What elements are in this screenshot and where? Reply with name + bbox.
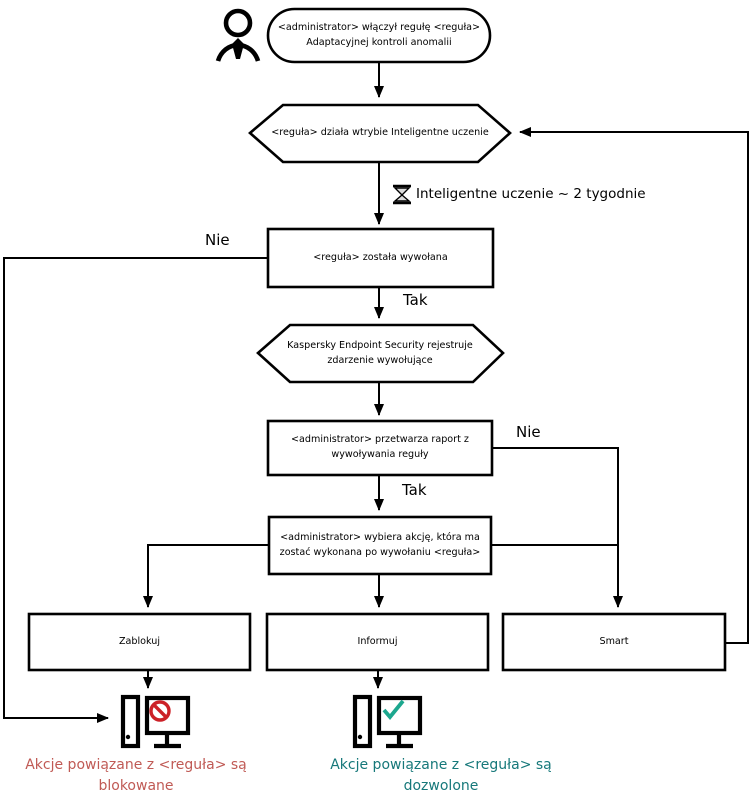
smart-mode-label: <reguła> działa wtrybie Inteligentne ucz…: [271, 127, 489, 139]
start-ellipse: [266, 7, 492, 64]
edge-label-no-left: Nie: [205, 231, 230, 249]
edge-label-yes-report: Tak: [402, 481, 427, 499]
smart-label: Smart: [599, 635, 629, 647]
edge-smart-feedback-loop: [519, 127, 749, 644]
smart-box: [501, 612, 727, 672]
edge-label-no-right: Nie: [516, 423, 541, 441]
kes-registers-label: Kaspersky Endpoint Security rejestruje z…: [287, 339, 473, 366]
training-duration-label: Inteligentne uczenie ~ 2 tygodnie: [416, 186, 646, 202]
inform-box: [265, 612, 490, 672]
prohibition-icon: [149, 700, 171, 722]
edge-label-yes-triggered: Tak: [403, 291, 428, 309]
edge-no-right-to-smart: [492, 447, 623, 608]
computer-allowed-icon: [352, 694, 423, 749]
block-label: Zablokuj: [118, 635, 161, 647]
inform-label: Informuj: [357, 635, 398, 647]
admin-action-label: <administrator> wybiera akcję, która ma …: [279, 531, 481, 558]
kes-registers-hexagon: [256, 323, 505, 384]
block-box: [27, 612, 252, 672]
rule-triggered-box: [266, 227, 495, 289]
edge-action-to-block: [143, 544, 269, 608]
person-icon: [215, 8, 261, 62]
blocked-caption: Akcje powiązane z <reguła> są blokowane: [25, 757, 247, 794]
start-node-label: <administrator> włączył regułę <reguła> …: [277, 21, 481, 48]
edges: [3, 62, 749, 723]
admin-report-label: <administrator> przetwarza raport z wywo…: [291, 434, 469, 460]
edge-no-left-loop: [3, 257, 268, 723]
hourglass-icon: [393, 184, 411, 205]
node-shapes: [27, 7, 727, 672]
admin-report-box: [266, 419, 494, 477]
checkmark-icon: [382, 699, 405, 720]
rule-triggered-label: <reguła> została wywołana: [313, 251, 448, 263]
allowed-caption: Akcje powiązane z <reguła> są dozwolone: [330, 757, 552, 794]
smart-mode-hexagon: [248, 103, 512, 164]
admin-action-box: [267, 515, 493, 576]
computer-blocked-icon: [120, 694, 191, 749]
